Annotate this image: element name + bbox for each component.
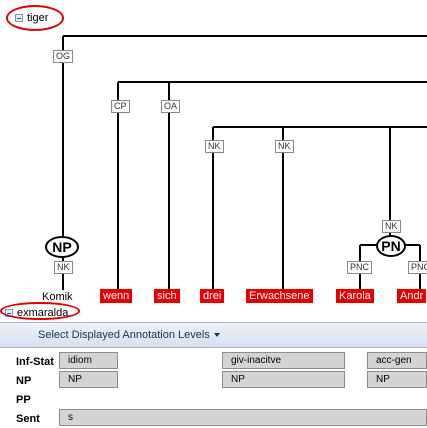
token-highlighted[interactable]: Karola (336, 289, 374, 303)
token[interactable]: Komik (42, 291, 73, 303)
edge-label-nk: NK (382, 220, 401, 233)
edge-label-pnc: PNC (408, 261, 427, 274)
tiger-highlight-circle (6, 5, 64, 31)
edge-label-pnc: PNC (347, 261, 373, 274)
edge-label-nk: NK (205, 140, 224, 153)
token-highlighted[interactable]: Andr (397, 289, 427, 303)
grid-cell[interactable]: giv-inacitve (222, 352, 345, 369)
token-highlighted[interactable]: Erwachsene (246, 289, 313, 303)
exmaralda-highlight-circle (0, 302, 80, 320)
token-highlighted[interactable]: wenn (100, 289, 133, 303)
row-label-inf-stat: Inf-Stat (16, 356, 54, 368)
token-highlighted[interactable]: sich (154, 289, 180, 303)
row-label-pp: PP (16, 394, 31, 406)
edge-label-og: OG (53, 50, 74, 63)
edge-label-oa: OA (161, 100, 181, 113)
grid-cell[interactable]: NP (222, 371, 345, 388)
node-np[interactable]: NP (45, 236, 79, 258)
grid-cell[interactable]: NP (59, 371, 118, 388)
grid-cell[interactable]: acc-gen (367, 352, 427, 369)
select-annotation-levels-label: Select Displayed Annotation Levels (38, 329, 210, 341)
dropdown-caret-icon (213, 333, 220, 337)
node-pn[interactable]: PN (376, 235, 406, 257)
edge-label-cp: CP (111, 100, 130, 113)
edge-label-nk: NK (275, 140, 294, 153)
row-label-np: NP (16, 375, 32, 387)
grid-cell[interactable]: NP (367, 371, 427, 388)
select-annotation-levels-button[interactable]: Select Displayed Annotation Levels (38, 329, 220, 341)
edge-label-nk: NK (54, 261, 73, 274)
grid-cell[interactable]: s (59, 409, 427, 426)
token-highlighted[interactable]: drei (200, 289, 225, 303)
grid-cell[interactable]: idiom (59, 352, 118, 369)
row-label-sent: Sent (16, 413, 40, 425)
annotation-toolbar: Select Displayed Annotation Levels (0, 322, 427, 348)
